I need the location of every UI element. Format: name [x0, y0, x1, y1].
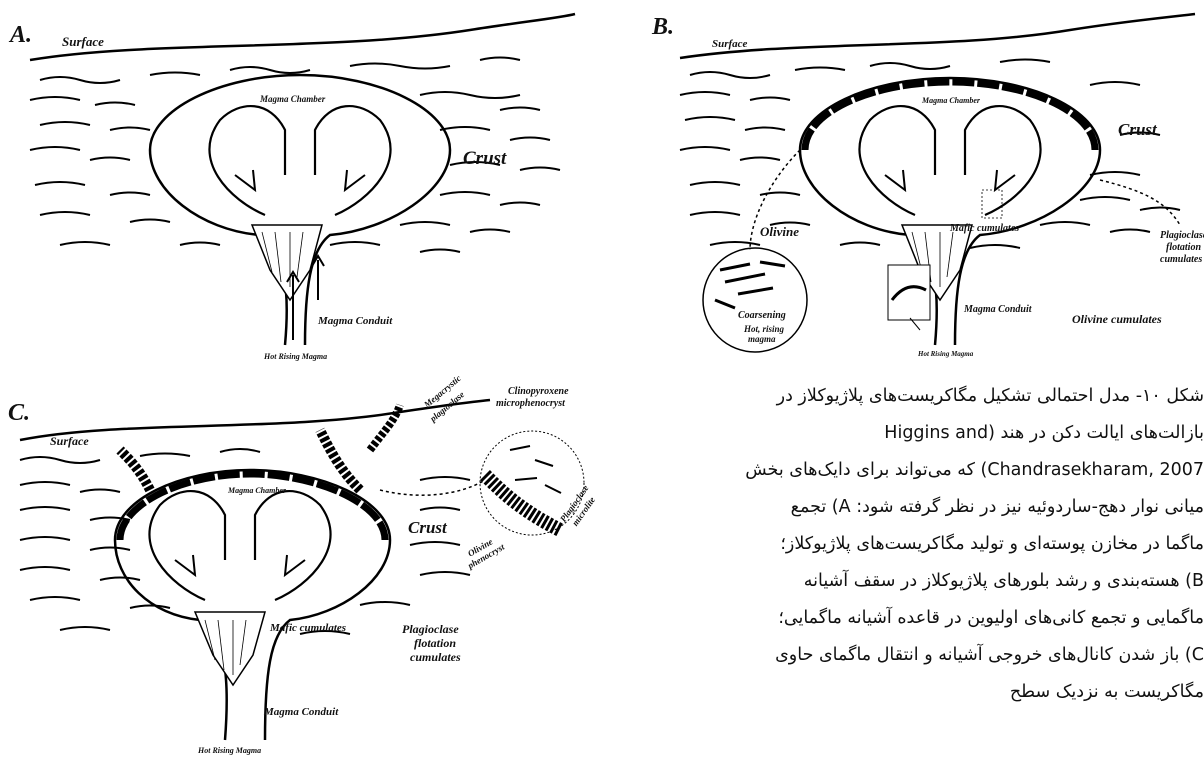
panel-c-mafic-label: Mafic cumulates: [270, 622, 346, 634]
panel-b-chamber-label: Magma Chamber: [922, 96, 980, 105]
caption-line: مگاکریست به نزدیک سطح: [644, 674, 1204, 711]
panel-b-plag-line3: cumulates: [1160, 254, 1202, 265]
panel-b-plag-line1: Plagioclase: [1160, 230, 1204, 241]
panel-c-surface-label: Surface: [50, 434, 89, 449]
panel-a-crust-label: Crust: [463, 148, 506, 170]
caption-line: شکل ۱۰- مدل احتمالی تشکیل مگاکریست‌های پ…: [644, 378, 1204, 415]
panel-b-olivine-label: Olivine: [760, 224, 799, 240]
panel-c-crust-label: Crust: [408, 518, 447, 538]
caption-line: میانی نوار دهج-ساردوئیه نیز در نظر گرفته…: [644, 489, 1204, 526]
caption-line: بازالت‌های ایالت دکن در هند (Higgins and: [644, 415, 1204, 452]
panel-b-letter: B.: [652, 14, 674, 41]
panel-b-olivine-cumulates-label: Olivine cumulates: [1072, 312, 1162, 327]
panel-c-conduit-label: Magma Conduit: [264, 706, 338, 718]
panel-c-letter: C.: [8, 400, 30, 427]
caption-line: ماگما در مخازن پوسته‌ای و تولید مگاکریست…: [644, 526, 1204, 563]
caption-line: B) هسته‌بندی و رشد بلورهای پلاژیوکلاز در…: [644, 563, 1204, 600]
panel-b-hot-label: Hot Rising Magma: [918, 350, 973, 358]
panel-c-plag-line1: Plagioclase: [402, 622, 459, 637]
panel-c-clino-line2: microphenocryst: [496, 398, 565, 409]
caption-line: C) باز شدن کانال‌های خروجی آشیانه و انتق…: [644, 637, 1204, 674]
panel-a-diagram: [0, 0, 600, 360]
panel-c-clino-line1: Clinopyroxene: [508, 386, 569, 397]
caption-line: Chandrasekharam, 2007) که می‌تواند برای …: [644, 452, 1204, 489]
panel-b-crust-label: Crust: [1118, 120, 1157, 140]
panel-a-letter: A.: [10, 22, 32, 49]
panel-b-surface-label: Surface: [712, 38, 747, 50]
panel-a-conduit-label: Magma Conduit: [318, 315, 392, 327]
panel-c-plag-line3: cumulates: [410, 650, 461, 665]
panel-b-mafic-label: Mafic cumulates: [950, 223, 1019, 234]
panel-a-surface-label: Surface: [62, 34, 104, 50]
panel-b-hot-inset-line1: Hot, rising: [744, 324, 784, 334]
panel-a-chamber-label: Magma Chamber: [260, 94, 325, 104]
panel-c-hot-label: Hot Rising Magma: [198, 746, 261, 755]
panel-b-coarsening-label: Coarsening: [738, 310, 786, 321]
panel-a: A.: [0, 0, 600, 360]
panel-a-hot-label: Hot Rising Magma: [264, 352, 327, 361]
panel-b: B.: [620, 0, 1204, 370]
panel-c: C.: [0, 380, 640, 758]
panel-b-hot-inset-line2: magma: [748, 334, 776, 344]
panel-b-plag-line2: flotation: [1166, 242, 1201, 253]
figure-caption: شکل ۱۰- مدل احتمالی تشکیل مگاکریست‌های پ…: [644, 378, 1204, 758]
panel-c-chamber-label: Magma Chamber: [228, 486, 286, 495]
panel-b-conduit-label: Magma Conduit: [964, 304, 1032, 315]
panel-c-plag-line2: flotation: [414, 636, 456, 651]
panel-c-diagram: [0, 380, 640, 758]
caption-line: ماگمایی و تجمع کانی‌های اولیوین در قاعده…: [644, 600, 1204, 637]
